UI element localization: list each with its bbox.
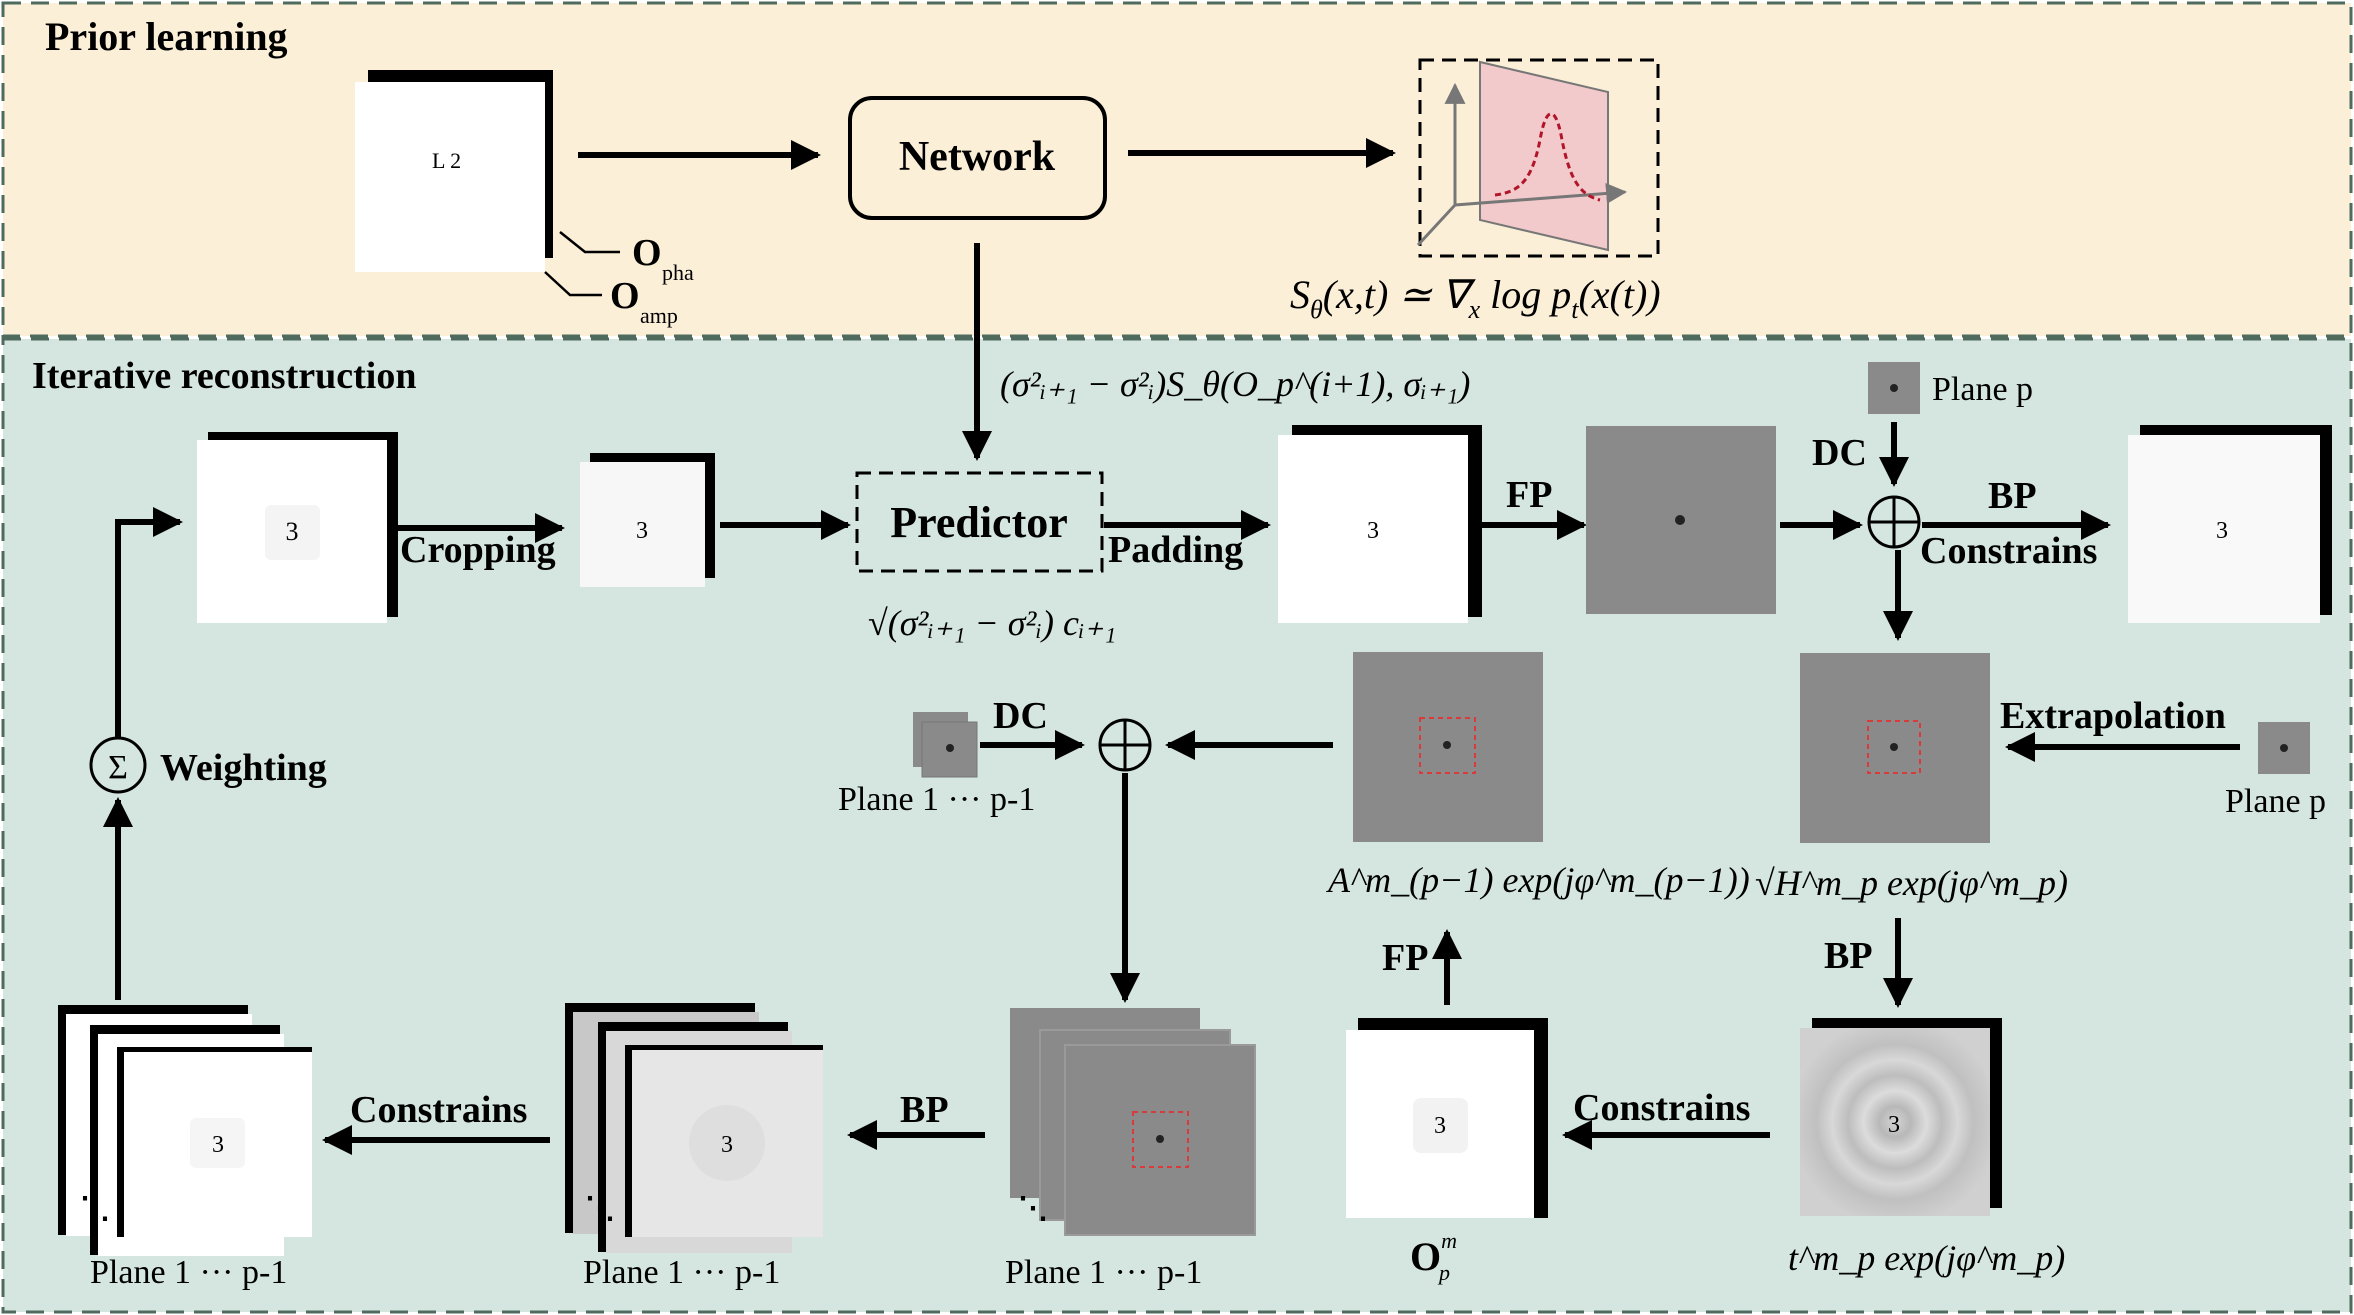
dc-result-stack: ⋱ [1010, 1008, 1256, 1236]
dc-stack-spot [1156, 1135, 1164, 1143]
plane-p-right-label: Plane p [2225, 783, 2326, 820]
bp-top-front [2128, 435, 2320, 623]
propagated-plane-p-1 [1353, 652, 1543, 842]
result-stack-ellipsis: ⋱ [80, 1192, 110, 1225]
constrains-top-label: Constrains [1920, 530, 2097, 572]
predictor-box: Predictor [855, 471, 1104, 573]
fp-top-label: FP [1506, 474, 1552, 516]
padded-image-digit: 3 [1367, 518, 1379, 544]
iterative-reconstruction-title: Iterative reconstruction [32, 355, 416, 397]
cropped-image: 3 [580, 453, 715, 587]
input-image-1-digit-bg [265, 505, 320, 560]
weighting-label: Weighting [160, 747, 327, 789]
o-pha-label: O [632, 232, 662, 274]
o-amp-label: O [610, 275, 640, 317]
h-equation: √H^m_p exp(jφ^m_p) [1755, 863, 2068, 903]
propagated-spot [1443, 741, 1451, 749]
score-function-plot [1416, 58, 1660, 258]
training-image-front [355, 82, 545, 272]
dc-mid-label: DC [993, 695, 1048, 737]
score-plot-frame [1418, 58, 1660, 258]
bp-mid-label: BP [1824, 935, 1873, 977]
plane-p-top-label: Plane p [1932, 371, 2033, 408]
pink-plane [1479, 60, 1609, 252]
dc-sum-mid [1098, 718, 1152, 772]
dc-stack-ellipsis: ⋱ [1018, 1192, 1048, 1225]
bp-stack-digit: 3 [721, 1132, 733, 1158]
cropped-image-front [580, 462, 705, 587]
dc-sum-top [1867, 495, 1921, 549]
arrow-weighting-to-input [115, 507, 183, 738]
network-label: Network [899, 134, 1056, 180]
network-box-border [848, 96, 1107, 220]
fp-diffraction-image [1586, 426, 1776, 614]
hologram-plane-p-roi [1867, 720, 1921, 774]
bp-top-label: BP [1988, 475, 2037, 517]
o-amp-subscript: amp [640, 303, 678, 328]
predictor-label: Predictor [890, 498, 1068, 547]
plane-label-bottom-2: Plane 1 ··· p-1 [583, 1254, 780, 1291]
fp-mid-label: FP [1382, 937, 1428, 979]
plane-p-right-spot [2280, 744, 2288, 752]
training-image-digits: L 2 [432, 148, 461, 173]
constrains-bottom-label: Constrains [350, 1089, 527, 1131]
dc-plane-p-input: Plane p [1868, 362, 2033, 414]
z-axis-3d [1416, 203, 1457, 247]
bp-result-image-top: 3 [2128, 425, 2332, 623]
hologram-plane-p-spot [1890, 743, 1898, 751]
score-equation: Sθ(x,t) ≃ ∇x log pt(x(t)) [1290, 272, 1661, 324]
plane-p-right-input: Plane p [2225, 722, 2326, 820]
weighting-sigma: Σ [108, 749, 128, 786]
constrains-mid-label: Constrains [1573, 1087, 1750, 1129]
dc-plane-1-input: Plane 1 ··· p-1 [838, 712, 1035, 818]
object-estimate-digit-bg [1413, 1098, 1468, 1153]
o-pha-leader [559, 231, 620, 254]
cropped-image-digit: 3 [636, 518, 648, 544]
object-estimate: 3 [1346, 1018, 1548, 1218]
padded-image-front [1278, 435, 1468, 623]
plane-1-mid-label: Plane 1 ··· p-1 [838, 781, 1035, 818]
object-estimate-digit: 3 [1434, 1113, 1446, 1139]
plane-label-bottom-1: Plane 1 ··· p-1 [90, 1254, 287, 1291]
padded-image: 3 [1278, 425, 1482, 623]
bp-top-digit: 3 [2216, 518, 2228, 544]
bp-stack-halo [689, 1105, 765, 1181]
padding-label: Padding [1108, 529, 1243, 571]
noise-equation: √(σ²ᵢ₊₁ − σ²ᵢ) cᵢ₊₁ [868, 603, 1116, 643]
plane-label-bottom-3: Plane 1 ··· p-1 [1005, 1254, 1202, 1291]
score-curve [1494, 112, 1601, 202]
result-stack-digit-bg [190, 1118, 245, 1168]
o-pha-subscript: pha [662, 260, 694, 285]
hologram-plane-p [1800, 653, 1990, 843]
predictor-input-equation: (σ²ᵢ₊₁ − σ²ᵢ)S_θ(O_p^(i+1), σᵢ₊₁) [1000, 364, 1470, 404]
bp-bottom-label: BP [900, 1089, 949, 1131]
input-image-1: 3 [197, 432, 398, 623]
result-stack-constrained: 3 ⋱ [58, 1005, 312, 1256]
result-stack-digit: 3 [212, 1132, 224, 1158]
dc-top-label: DC [1812, 432, 1867, 474]
a-equation: A^m_(p−1) exp(jφ^m_(p−1)) [1326, 860, 1750, 900]
bp-stack-ellipsis: ⋱ [585, 1192, 615, 1225]
t-equation: t^m_p exp(jφ^m_p) [1788, 1238, 2065, 1278]
bp-plane-p-image: 3 [1800, 1018, 2002, 1216]
bp-plane-p-front [1800, 1028, 1990, 1216]
plane-p-top-spot [1890, 384, 1898, 392]
dc-stack-roi [1132, 1111, 1189, 1168]
fp-diffraction-spot [1675, 515, 1685, 525]
bp-plane-p-digit: 3 [1888, 1112, 1900, 1138]
prior-learning-title: Prior learning [45, 14, 288, 59]
extrapolation-label: Extrapolation [2000, 695, 2226, 737]
plane-1-thumbnail-spot [946, 744, 954, 752]
predictor-box-border [855, 471, 1104, 573]
training-image-stack: L 2 [355, 70, 553, 272]
x-axis-3d [1454, 182, 1628, 207]
bp-stack: 3 ⋱ [565, 1003, 823, 1253]
input-image-1-digit: 3 [286, 517, 299, 546]
propagated-roi [1419, 717, 1476, 774]
o-amp-leader [544, 271, 602, 297]
network-box: Network [848, 96, 1107, 220]
cropping-label: Cropping [400, 529, 556, 571]
